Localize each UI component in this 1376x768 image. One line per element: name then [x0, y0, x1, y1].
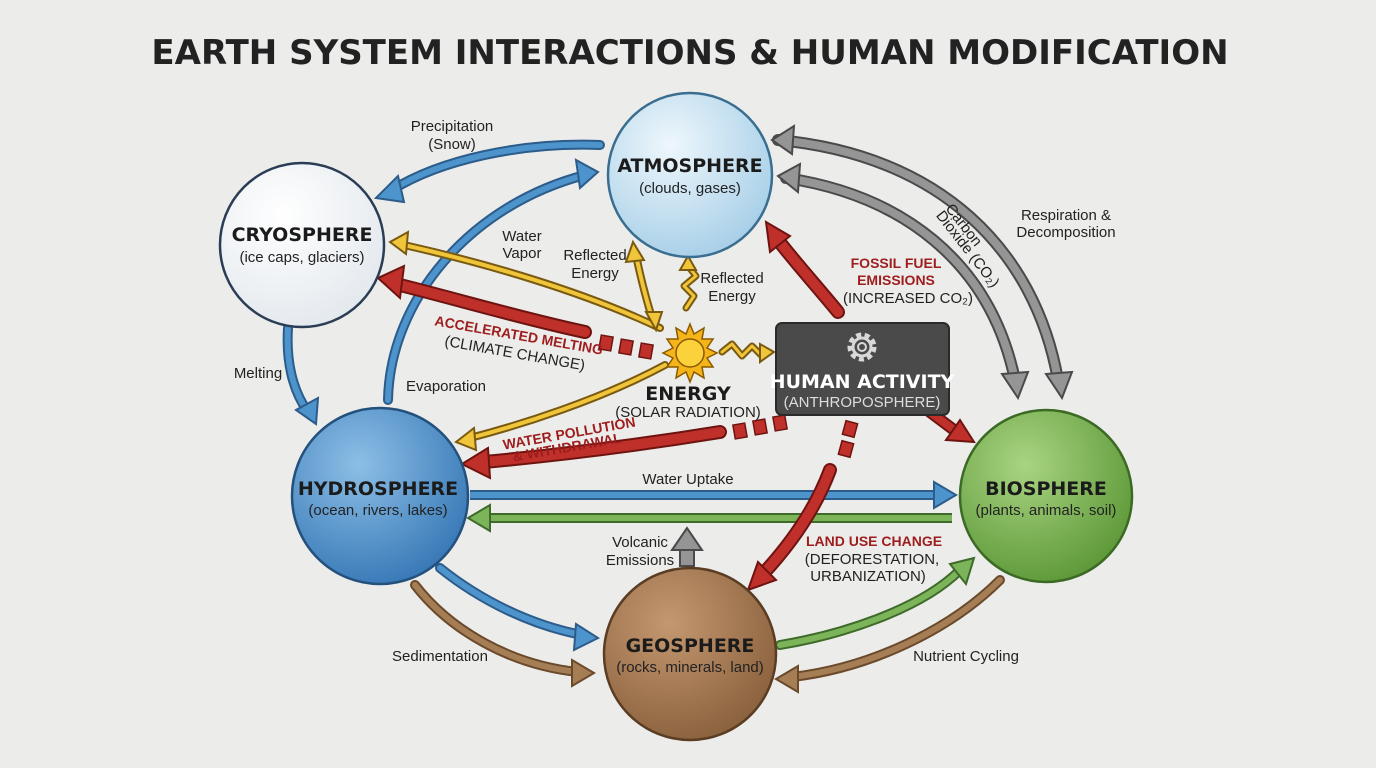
label-water-vapor: Water	[502, 228, 541, 245]
label-volcanic-sub: Emissions	[606, 552, 674, 569]
label-respiration-sub: Decomposition	[1016, 224, 1115, 241]
label-fossil-emissions: EMISSIONS	[857, 272, 935, 288]
label-land-use: LAND USE CHANGE	[806, 533, 942, 549]
label-reflected-energy-b-sub: Energy	[708, 288, 756, 305]
human-activity-desc: (ANTHROPOSPHERE)	[784, 394, 941, 411]
atmosphere-desc: (clouds, gases)	[639, 180, 741, 197]
label-water-uptake: Water Uptake	[642, 471, 733, 488]
arrowhead-atmosphere-outer	[770, 124, 796, 156]
label-precipitation: Precipitation	[411, 118, 494, 135]
arrowhead-biosphere-outer	[1044, 370, 1074, 401]
cryosphere-sphere: CRYOSPHERE (ice caps, glaciers)	[218, 161, 386, 329]
gray-arrows	[770, 124, 1074, 401]
label-evaporation: Evaporation	[406, 378, 486, 395]
geosphere-desc: (rocks, minerals, land)	[616, 659, 764, 676]
geosphere-sphere: GEOSPHERE (rocks, minerals, land)	[602, 566, 778, 742]
geosphere-name: GEOSPHERE	[626, 635, 755, 657]
red-arrows	[376, 220, 976, 592]
hydrosphere-name: HYDROSPHERE	[298, 478, 458, 500]
label-respiration: Respiration &	[1021, 207, 1111, 224]
page-title: EARTH SYSTEM INTERACTIONS & HUMAN MODIFI…	[151, 33, 1228, 73]
label-reflected-energy-a-sub: Energy	[571, 265, 619, 282]
energy-desc: (SOLAR RADIATION)	[615, 404, 761, 421]
human-activity-name: HUMAN ACTIVITY	[770, 371, 955, 393]
atmosphere-sphere: ATMOSPHERE (clouds, gases)	[606, 91, 774, 259]
arrow-volcanic	[670, 526, 704, 567]
biosphere-desc: (plants, animals, soil)	[976, 502, 1117, 519]
brown-arrows	[410, 575, 1005, 694]
biosphere-sphere: BIOSPHERE (plants, animals, soil)	[958, 408, 1134, 584]
energy-name: ENERGY	[645, 383, 731, 405]
label-nutrient-cycling: Nutrient Cycling	[913, 648, 1019, 665]
hydrosphere-sphere: HYDROSPHERE (ocean, rivers, lakes)	[290, 406, 470, 586]
label-reflected-energy-b: Reflected	[700, 270, 763, 287]
label-melting: Melting	[234, 365, 282, 382]
label-sedimentation: Sedimentation	[392, 648, 488, 665]
label-urbanization: URBANIZATION)	[810, 568, 926, 585]
label-water-vapor-sub: Vapor	[503, 245, 542, 262]
label-fossil-co2: (INCREASED CO₂)	[843, 290, 973, 307]
label-reflected-energy-a: Reflected	[563, 247, 626, 264]
atmosphere-name: ATMOSPHERE	[617, 155, 762, 177]
cryosphere-name: CRYOSPHERE	[232, 224, 373, 246]
yellow-arrows	[388, 230, 776, 452]
label-precipitation-sub: (Snow)	[428, 136, 476, 153]
energy-node: ENERGY (SOLAR RADIATION)	[615, 321, 761, 421]
gear-icon	[847, 332, 877, 362]
arrowhead-biosphere-inner	[1000, 370, 1030, 401]
blue-arrows	[282, 139, 958, 652]
sun-icon	[661, 321, 719, 385]
biosphere-name: BIOSPHERE	[985, 478, 1107, 500]
cryosphere-desc: (ice caps, glaciers)	[239, 249, 364, 266]
hydrosphere-desc: (ocean, rivers, lakes)	[308, 502, 447, 519]
arrowhead-atmosphere-inner	[776, 162, 802, 194]
label-volcanic: Volcanic	[612, 534, 668, 551]
label-fossil-fuel: FOSSIL FUEL	[851, 255, 942, 271]
human-activity-box: HUMAN ACTIVITY (ANTHROPOSPHERE)	[770, 322, 955, 416]
green-arrows	[466, 503, 976, 650]
label-deforestation: (DEFORESTATION,	[805, 551, 939, 568]
